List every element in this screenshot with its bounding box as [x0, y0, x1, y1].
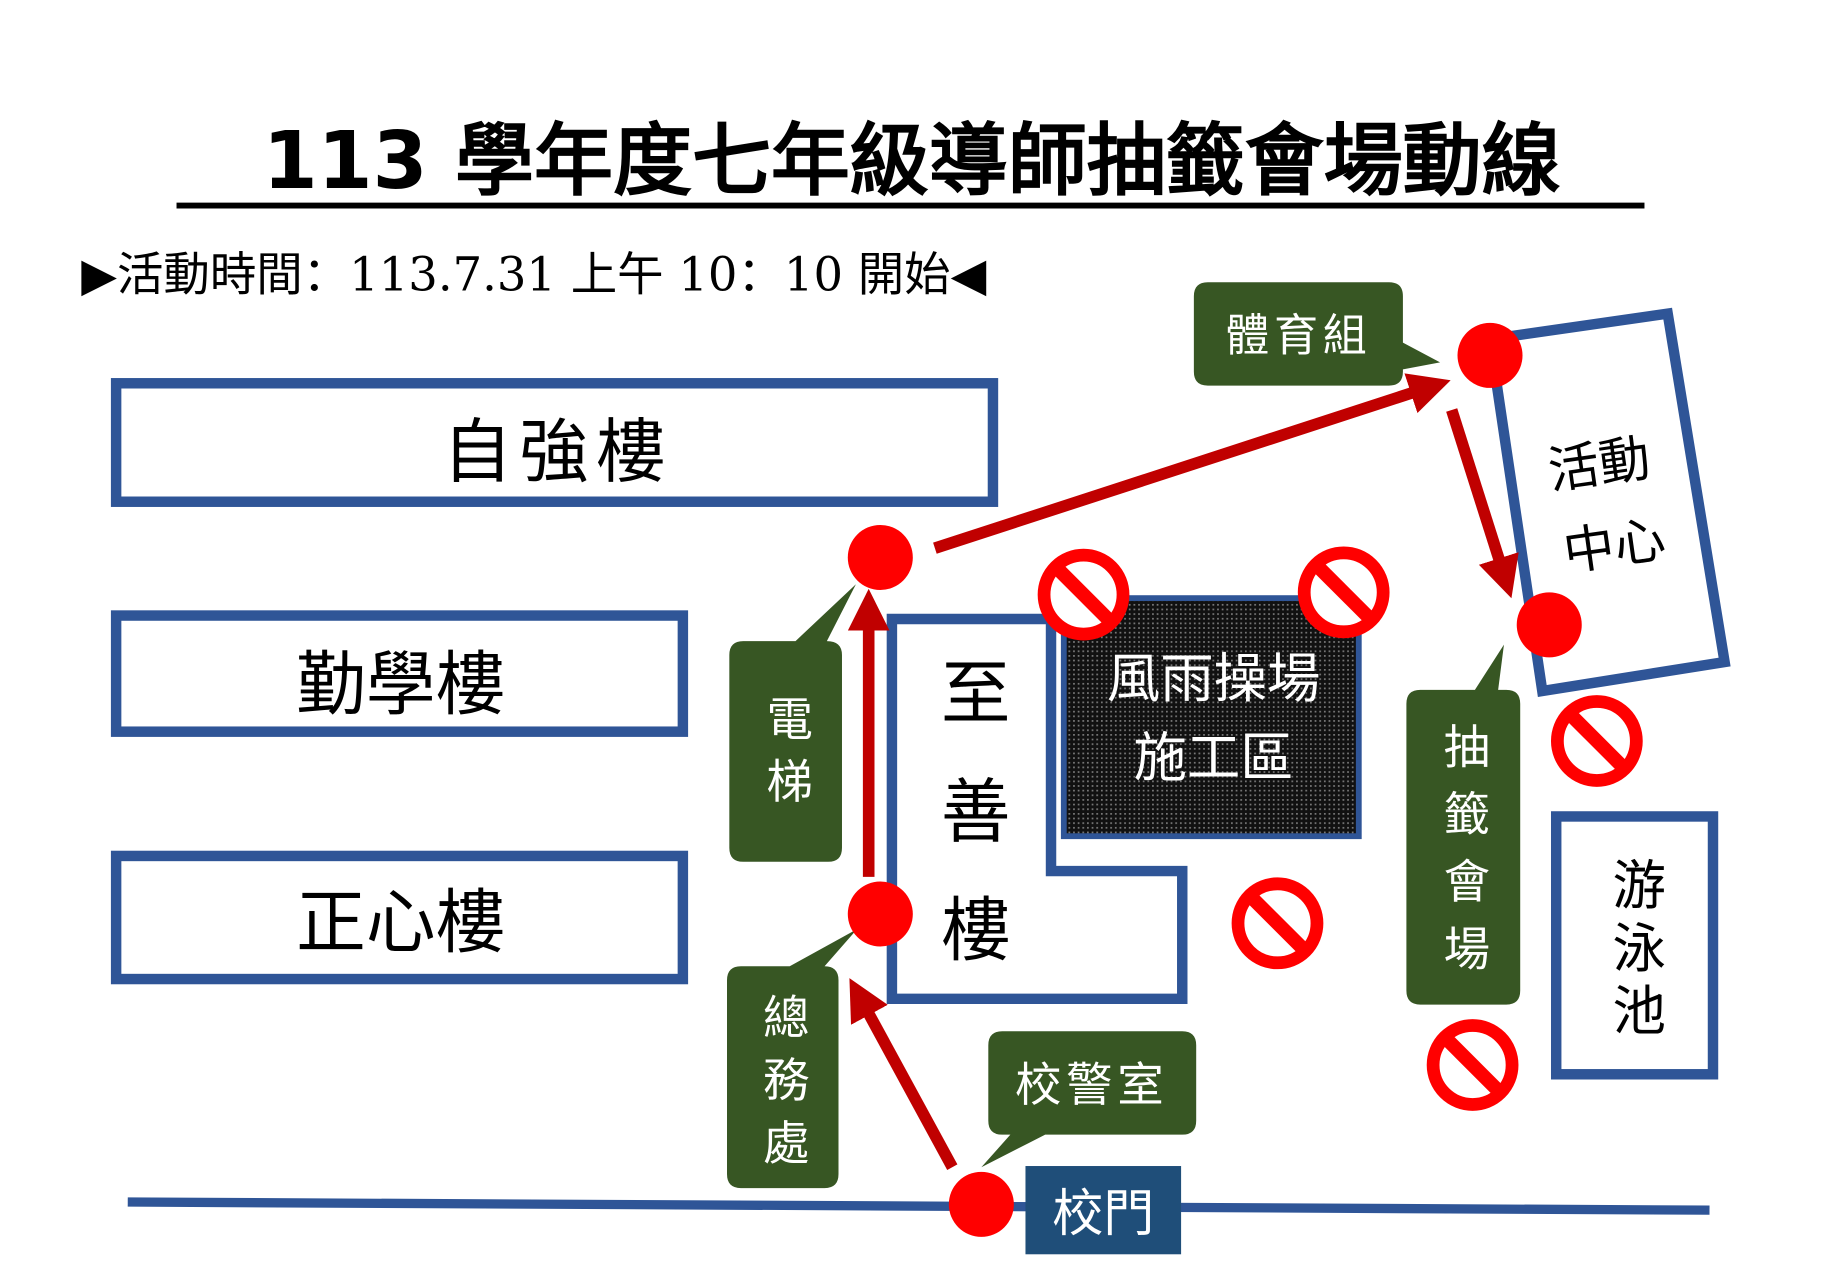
- waypoint-sports: [1457, 322, 1523, 388]
- callout-general-affairs: 總務處: [727, 929, 858, 1189]
- waypoint-elevator: [847, 524, 913, 590]
- building-label: 自強樓: [442, 412, 672, 493]
- waypoint-venue: [1516, 592, 1582, 658]
- building-label: 勤學樓: [296, 644, 505, 725]
- callout-security: 校警室: [981, 1031, 1197, 1168]
- callout-label: 電梯: [759, 695, 813, 820]
- building-label: 活動: [1545, 429, 1654, 502]
- building-label: 至善樓: [929, 656, 1010, 1011]
- building-zhengxin: 正心樓: [110, 850, 689, 985]
- no-entry-icon: [1433, 1026, 1512, 1105]
- construction-label: 施工區: [1134, 726, 1294, 789]
- building-pool: 游泳池: [1550, 811, 1719, 1080]
- callout-label: 總務處: [756, 993, 810, 1181]
- building-label: 中心: [1560, 510, 1669, 583]
- building-label: 正心樓: [296, 883, 505, 964]
- school-gate: 校門: [1025, 1166, 1182, 1255]
- no-entry-icon: [1044, 555, 1123, 634]
- callout-sports: 體育組: [1193, 282, 1441, 386]
- callout-elevator: 電梯: [729, 584, 856, 862]
- road: [127, 1197, 1710, 1215]
- event-time: ▶活動時間：113.7.31 上午 10：10 開始◀: [81, 247, 986, 301]
- waypoint-general-affairs: [847, 881, 913, 947]
- callout-venue: 抽籤會場: [1406, 644, 1521, 1005]
- playground-construction-zone: 風雨操場 施工區: [1060, 595, 1362, 840]
- no-entry-icon: [1304, 553, 1383, 632]
- route: [847, 373, 1519, 1170]
- no-entry-icon: [1238, 884, 1317, 963]
- route-arrow-1: [849, 978, 958, 1170]
- building-label: 游泳池: [1604, 857, 1667, 1045]
- page-title: 113 學年度七年級導師抽籤會場動線: [263, 115, 1561, 207]
- playground-label: 風雨操場: [1107, 647, 1321, 710]
- callout-label: 校警室: [1015, 1058, 1168, 1112]
- waypoint-gate: [948, 1171, 1014, 1237]
- callout-label: 體育組: [1225, 311, 1371, 362]
- callout-label: 抽籤會場: [1436, 722, 1490, 991]
- route-arrow-3: [933, 373, 1451, 554]
- no-entry-icon: [1557, 701, 1636, 780]
- route-arrow-4: [1446, 408, 1519, 599]
- building-ziqiang: 自強樓: [110, 378, 999, 507]
- building-qinxue: 勤學樓: [110, 610, 689, 737]
- gate-label: 校門: [1052, 1185, 1154, 1244]
